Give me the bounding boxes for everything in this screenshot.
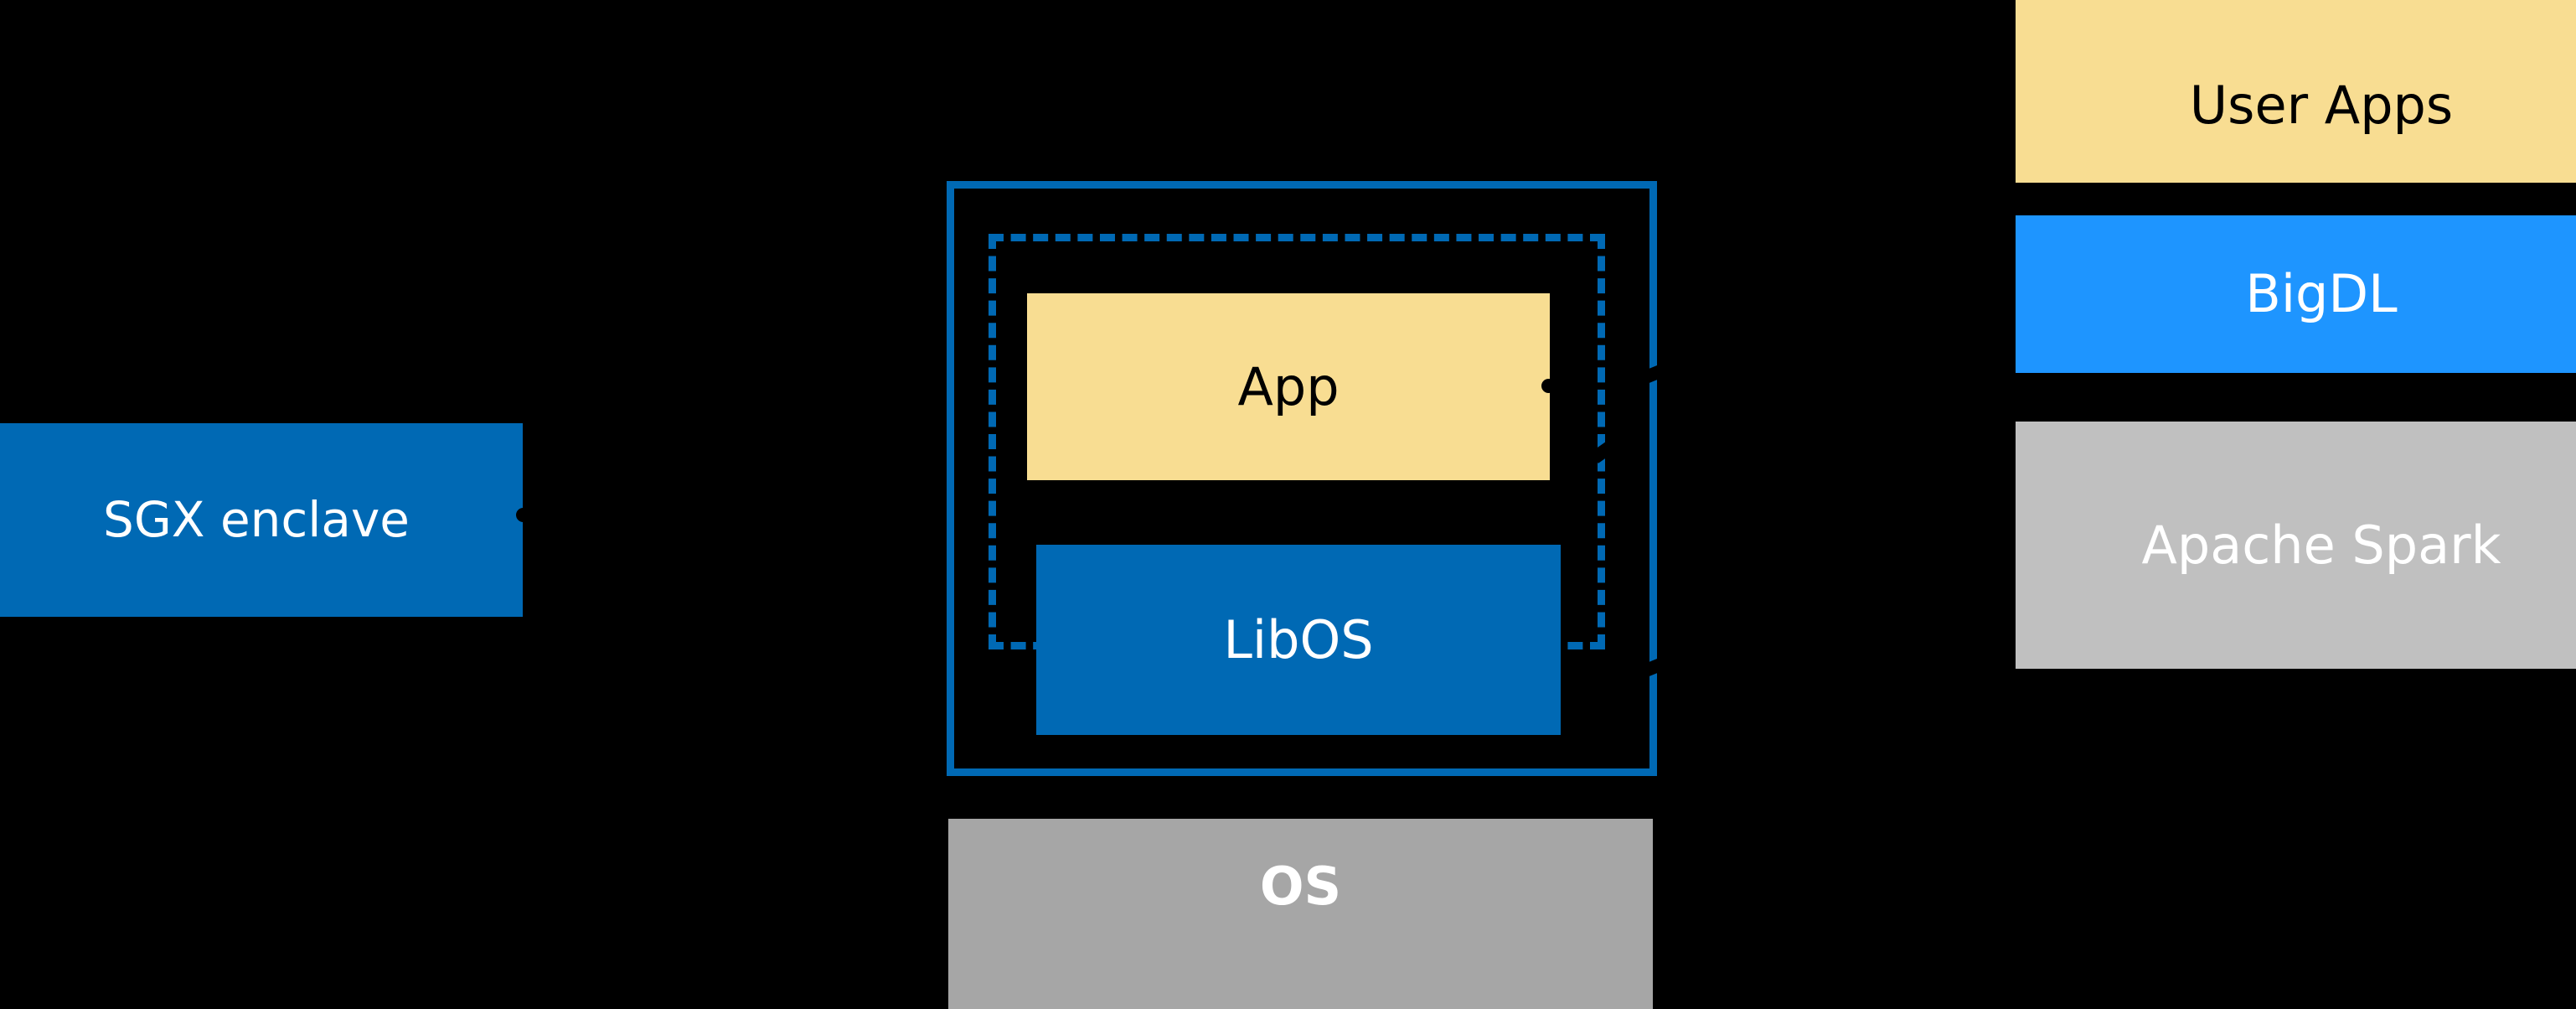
sgx-enclave-callout-box: SGX enclave [0,423,523,617]
app-label: App [1237,355,1340,417]
bigdl-box: BigDL [2016,215,2576,373]
os-box: OS [948,819,1653,1009]
sgx-enclave-label: SGX enclave [103,491,410,549]
libos-box: LibOS [1036,545,1561,735]
app-box: App [1027,293,1550,480]
apache-spark-box: Apache Spark [2016,422,2576,669]
bigdl-label: BigDL [2245,263,2398,325]
user-apps-label: User Apps [2189,74,2454,136]
app-leader-dot [1541,379,1556,393]
user-apps-box: User Apps [2016,0,2576,183]
enclave-boundary-solid [947,181,1657,776]
sgx-enclave-leader-dot [516,508,530,522]
libos-label: LibOS [1223,608,1374,670]
os-label: OS [1259,856,1342,917]
apache-spark-label: Apache Spark [2141,514,2501,576]
